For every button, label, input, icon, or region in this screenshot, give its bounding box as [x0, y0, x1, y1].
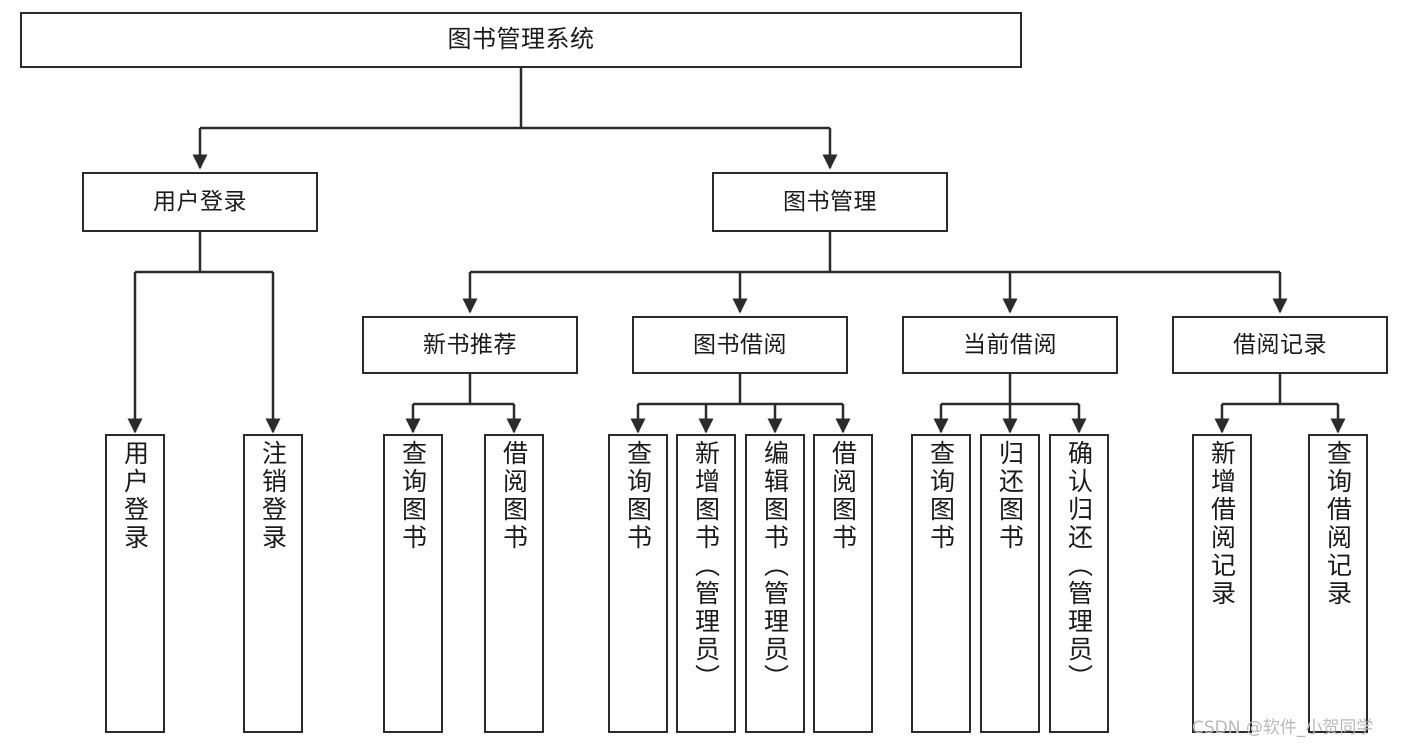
- node-label: 查询借阅记录: [1323, 440, 1353, 608]
- leaf-user-login-login[interactable]: 用户登录: [105, 434, 165, 733]
- node-label: 归还图书: [995, 440, 1025, 552]
- node-label: 查询图书: [926, 440, 956, 552]
- node-label: 借阅记录: [1233, 331, 1327, 358]
- node-label: 查询图书: [623, 440, 653, 552]
- node-user-login[interactable]: 用户登录: [82, 172, 318, 232]
- leaf-current-query-book[interactable]: 查询图书: [911, 434, 971, 733]
- leaf-new-book-query[interactable]: 查询图书: [383, 434, 443, 733]
- node-label: 借阅图书: [499, 440, 529, 552]
- node-label: 图书管理系统: [447, 25, 595, 54]
- node-label: 注销登录: [258, 440, 288, 552]
- leaf-borrow-edit-book-admin[interactable]: 编辑图书（管理员）: [745, 434, 805, 733]
- node-label: 用户登录: [153, 188, 247, 215]
- leaf-user-login-logout[interactable]: 注销登录: [243, 434, 303, 733]
- csdn-watermark: CSDN @软件_小贺同学: [1192, 718, 1374, 738]
- node-label: 图书管理: [783, 188, 877, 215]
- leaf-current-confirm-return-admin[interactable]: 确认归还（管理员）: [1049, 434, 1109, 733]
- node-book-management[interactable]: 图书管理: [712, 172, 948, 232]
- leaf-record-query-record[interactable]: 查询借阅记录: [1308, 434, 1368, 733]
- node-label: 新书推荐: [423, 331, 517, 358]
- node-label: 借阅图书: [828, 440, 858, 552]
- node-new-book-recommend[interactable]: 新书推荐: [362, 316, 578, 374]
- node-label: 新增图书（管理员）: [691, 440, 721, 692]
- node-label: 当前借阅: [963, 331, 1057, 358]
- leaf-new-book-borrow[interactable]: 借阅图书: [484, 434, 544, 733]
- leaf-current-return-book[interactable]: 归还图书: [980, 434, 1040, 733]
- node-current-borrow[interactable]: 当前借阅: [902, 316, 1118, 374]
- node-label: 新增借阅记录: [1207, 440, 1237, 608]
- leaf-record-add-record[interactable]: 新增借阅记录: [1192, 434, 1252, 733]
- node-label: 用户登录: [120, 440, 150, 552]
- leaf-borrow-query-book[interactable]: 查询图书: [608, 434, 668, 733]
- leaf-borrow-add-book-admin[interactable]: 新增图书（管理员）: [676, 434, 736, 733]
- leaf-borrow-borrow-book[interactable]: 借阅图书: [813, 434, 873, 733]
- node-borrow-record[interactable]: 借阅记录: [1172, 316, 1388, 374]
- node-label: 查询图书: [398, 440, 428, 552]
- node-label: 编辑图书（管理员）: [760, 440, 790, 692]
- node-book-borrow[interactable]: 图书借阅: [632, 316, 848, 374]
- node-label: 确认归还（管理员）: [1064, 440, 1094, 692]
- node-root-system[interactable]: 图书管理系统: [20, 12, 1022, 68]
- node-label: 图书借阅: [693, 331, 787, 358]
